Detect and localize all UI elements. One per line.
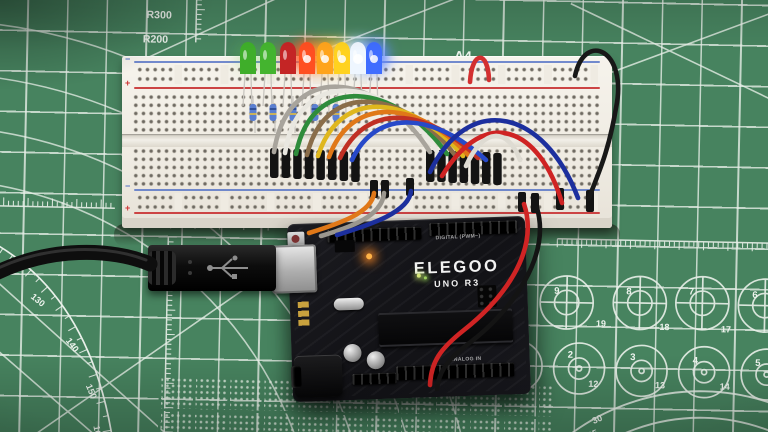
cell-number: 19: [596, 318, 606, 328]
jumper-wire-white-short: [463, 133, 523, 169]
mat-concentric-arcs: [481, 390, 768, 432]
circle-template-row1: [539, 275, 768, 333]
resistor: [269, 96, 277, 133]
minus-mark: −: [125, 54, 131, 64]
resistors: [249, 96, 340, 133]
jumper-wire: [304, 99, 458, 158]
plus-mark: +: [125, 78, 131, 88]
led: [260, 42, 276, 74]
jumper-wire: [315, 104, 466, 159]
cell-number: 17: [721, 324, 731, 334]
usb-cable-highlight: [0, 248, 148, 269]
power-wire-black: [434, 205, 543, 392]
power-wire-red: [427, 201, 531, 388]
bottom-rail-red-line: [134, 212, 600, 214]
bottom-power-rail-holes: [136, 193, 598, 211]
circle-digit: 6: [752, 290, 758, 301]
circle-digit: 3: [630, 352, 636, 363]
black-wire-loop: [572, 48, 621, 201]
arc-scale-label: 30: [591, 413, 604, 426]
led-row: [240, 42, 382, 74]
usb-cable-plug: [148, 245, 276, 291]
jumper-wire-blue-long: [427, 118, 581, 201]
wire-to-arduino: [318, 190, 387, 239]
cell-number: 13: [655, 380, 665, 390]
circle-digit: 8: [626, 286, 632, 297]
top-rail-red-line: [134, 87, 600, 89]
wire-to-arduino: [334, 188, 414, 238]
arc-scale-label: 25: [586, 427, 599, 432]
led: [280, 42, 296, 74]
minus-mark: −: [125, 181, 131, 191]
jumper-wire: [293, 93, 450, 157]
circle-digit: 5: [755, 358, 761, 369]
mat-label-r200: R200: [143, 33, 169, 46]
usb-logo: [188, 255, 248, 279]
cell-number: 18: [659, 322, 669, 332]
circle-digit: 7: [689, 286, 695, 297]
usb-cable: [0, 244, 158, 280]
circle-digit: 2: [568, 350, 574, 361]
bottom-rail-blue-line: [134, 189, 600, 191]
circle-digit: 9: [554, 286, 560, 297]
mat-label-r300: R300: [146, 9, 172, 22]
cell-number: 14: [720, 381, 730, 391]
jumper-wire-red-long: [439, 130, 565, 206]
red-wire-loop: [467, 55, 492, 85]
led-hotspots: [303, 54, 378, 64]
resistor: [249, 96, 257, 133]
led: [240, 42, 256, 74]
jumper-wires: [271, 48, 621, 392]
terminal-rows-lower: [132, 147, 602, 188]
wire-to-arduino: [306, 190, 377, 236]
jumper-wire: [282, 88, 441, 156]
cell-number: 12: [588, 379, 598, 389]
circle-digit: 4: [693, 355, 699, 366]
jumper-housings: [270, 148, 594, 213]
protractor-label: 160: [91, 425, 104, 432]
plus-mark: +: [125, 203, 131, 213]
